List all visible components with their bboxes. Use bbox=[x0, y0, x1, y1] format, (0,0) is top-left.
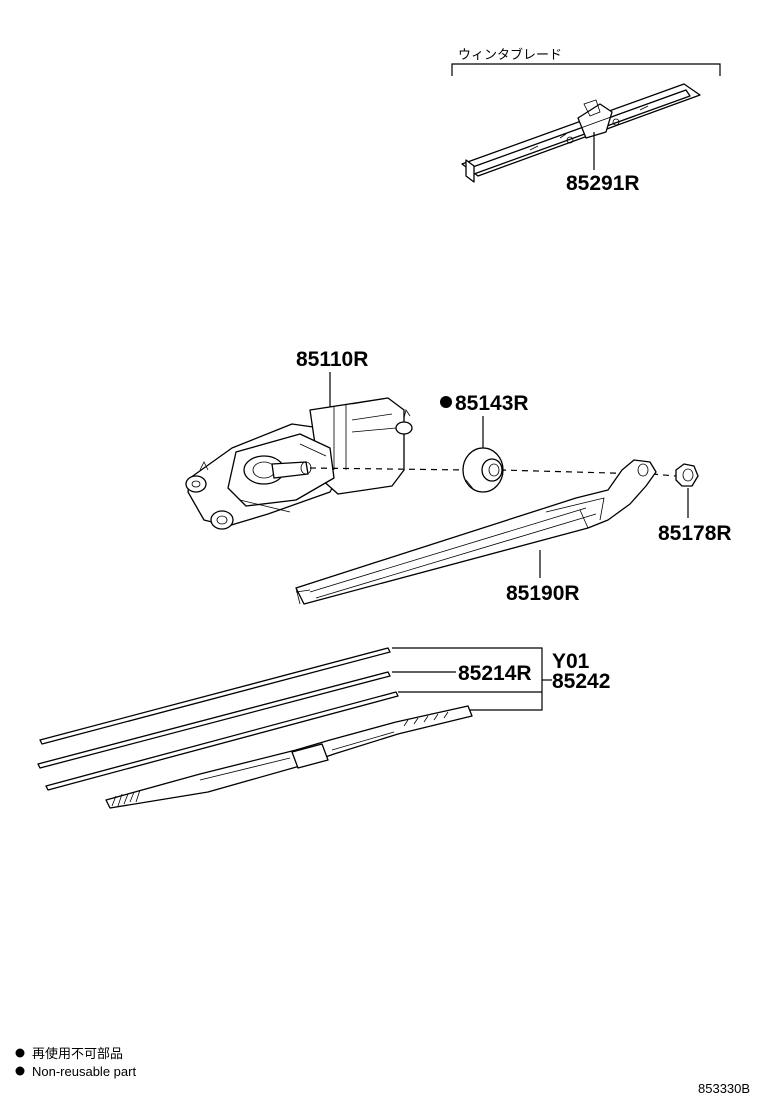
part-number-85242[interactable]: 85242 bbox=[552, 670, 610, 693]
legend-text-en: Non-reusable part bbox=[32, 1064, 136, 1079]
part-number-85178R[interactable]: 85178R bbox=[658, 522, 732, 545]
rubber-strip-lower[interactable] bbox=[45, 691, 399, 791]
nut-group: 85178R bbox=[658, 463, 732, 545]
part-number-85214R[interactable]: 85214R bbox=[458, 662, 532, 685]
nut-85178R[interactable] bbox=[675, 463, 699, 487]
winter-blade-bracket bbox=[451, 63, 721, 76]
legend-text-jp: 再使用不可部品 bbox=[32, 1046, 123, 1062]
rubber-strip-middle-85214R[interactable] bbox=[37, 671, 391, 769]
arm-group: 85190R bbox=[295, 459, 657, 605]
part-code-Y01[interactable]: Y01 bbox=[552, 650, 590, 673]
rubber-strip-upper[interactable] bbox=[39, 647, 391, 745]
wiper-motor-group: 85110R bbox=[185, 348, 413, 530]
centerline-motor-to-cap bbox=[309, 467, 469, 471]
winter-blade-label: ウィンタブレード bbox=[458, 47, 562, 63]
winter-blade-85291R[interactable] bbox=[461, 83, 701, 183]
blade-assembly-group: 85214R Y01 85242 bbox=[37, 647, 610, 809]
part-number-85143R[interactable]: 85143R bbox=[455, 392, 529, 415]
winter-blade-group: ウィンタブレード 85291R bbox=[451, 47, 721, 195]
bracket-y01 bbox=[392, 647, 543, 711]
legend-bullet-jp bbox=[15, 1048, 25, 1058]
legend-bullet-en bbox=[15, 1066, 25, 1076]
legend: 再使用不可部品 Non-reusable part bbox=[15, 1046, 136, 1079]
part-number-85110R[interactable]: 85110R bbox=[296, 348, 368, 371]
cap-group: 85143R bbox=[440, 392, 529, 493]
wiper-arm-85190R[interactable] bbox=[295, 459, 657, 605]
part-number-85291R[interactable]: 85291R bbox=[566, 172, 640, 195]
wiper-motor-85110R[interactable] bbox=[185, 397, 413, 530]
wiper-blade-85242[interactable] bbox=[105, 705, 473, 809]
centerline-arm-to-nut bbox=[651, 473, 677, 477]
non-reusable-bullet-85143R bbox=[440, 396, 452, 408]
cap-85143R[interactable] bbox=[462, 447, 504, 493]
figure-id: 853330B bbox=[698, 1081, 750, 1096]
part-number-85190R[interactable]: 85190R bbox=[506, 582, 580, 605]
